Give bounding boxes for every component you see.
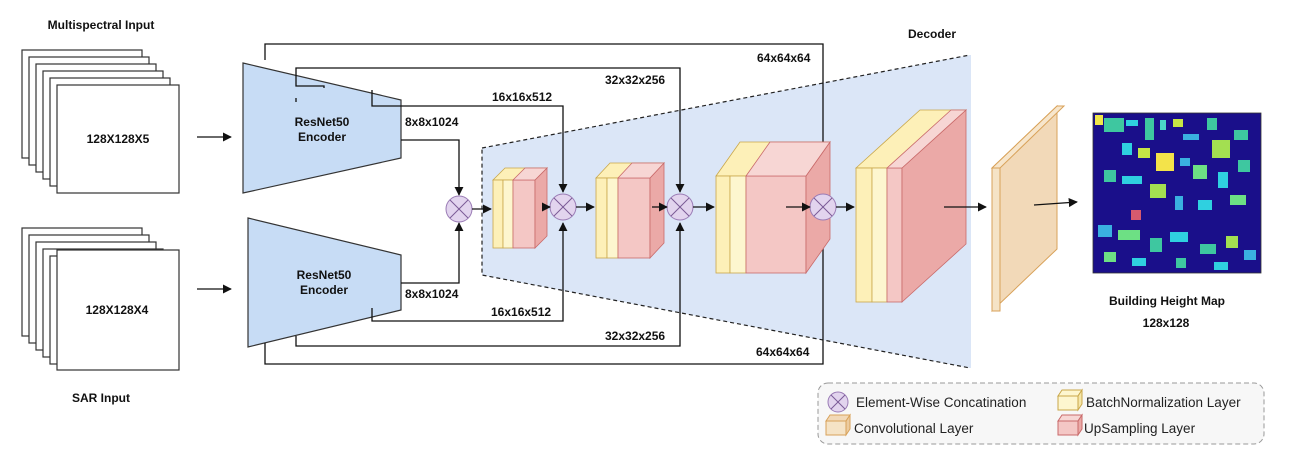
arrow-final-layer-to-output <box>1033 198 1078 208</box>
concat-node-4 <box>809 193 837 221</box>
final-conv-layer <box>990 104 1066 313</box>
multispectral-input-title: Multispectral Input <box>48 18 155 32</box>
skip-top-label-32: 32x32x256 <box>605 73 665 87</box>
concat-node-1 <box>445 195 473 223</box>
skip-bottom-16x16x512 <box>371 222 568 322</box>
skip-bottom-label-32: 32x32x256 <box>605 329 665 343</box>
sar-input-stack <box>21 227 180 371</box>
skip-top-label-16: 16x16x512 <box>492 90 552 104</box>
decoder-block-4 <box>854 109 968 303</box>
encoder-top-line2: Encoder <box>298 130 346 144</box>
legend-conv-label: Convolutional Layer <box>854 421 974 436</box>
legend-concat-icon <box>827 391 849 413</box>
legend: Element-Wise Concatination BatchNormaliz… <box>817 382 1265 445</box>
output-size: 128x128 <box>1143 316 1190 330</box>
skip-top-16x16x512 <box>371 90 568 193</box>
concat-node-2 <box>549 193 577 221</box>
encoder-bottom-line1: ResNet50 <box>297 268 352 282</box>
encoder-top-line1: ResNet50 <box>295 115 350 129</box>
skip-top-32x32x256 <box>295 67 685 193</box>
output-title: Building Height Map <box>1109 294 1225 308</box>
arrow-encoder-top-output <box>401 139 464 196</box>
legend-concat-label: Element-Wise Concatination <box>856 395 1026 410</box>
encoder-top-output-label: 8x8x1024 <box>405 115 459 129</box>
encoder-bottom <box>247 217 402 348</box>
legend-upsampling-icon <box>1057 413 1083 437</box>
concat-node-3 <box>666 193 694 221</box>
arrow-encoder-bottom-output <box>401 222 464 284</box>
sar-input-size: 128X128X4 <box>86 303 149 317</box>
legend-batchnorm-label: BatchNormalization Layer <box>1086 395 1241 410</box>
sar-input-title: SAR Input <box>72 391 130 405</box>
legend-upsampling-label: UpSampling Layer <box>1084 421 1196 436</box>
legend-conv-icon <box>825 413 851 437</box>
skip-bottom-label-16: 16x16x512 <box>491 305 551 319</box>
skip-bottom-64x64x64 <box>264 222 828 365</box>
encoder-bottom-line2: Encoder <box>300 283 348 297</box>
skip-bottom-32x32x256 <box>295 222 685 347</box>
building-height-map-image <box>1092 112 1262 274</box>
multispectral-input-stack <box>21 49 180 194</box>
encoder-top <box>242 62 402 194</box>
skip-bottom-label-64: 64x64x64 <box>756 345 810 359</box>
decoder-block-1 <box>492 167 548 249</box>
legend-batchnorm-icon <box>1057 388 1083 412</box>
decoder-block-2 <box>595 161 665 260</box>
skip-top-label-64: 64x64x64 <box>757 51 811 65</box>
decoder-title: Decoder <box>908 27 956 41</box>
encoder-bottom-output-label: 8x8x1024 <box>405 287 459 301</box>
skip-top-64x64x64 <box>264 43 828 193</box>
multispectral-input-size: 128X128X5 <box>87 132 150 146</box>
